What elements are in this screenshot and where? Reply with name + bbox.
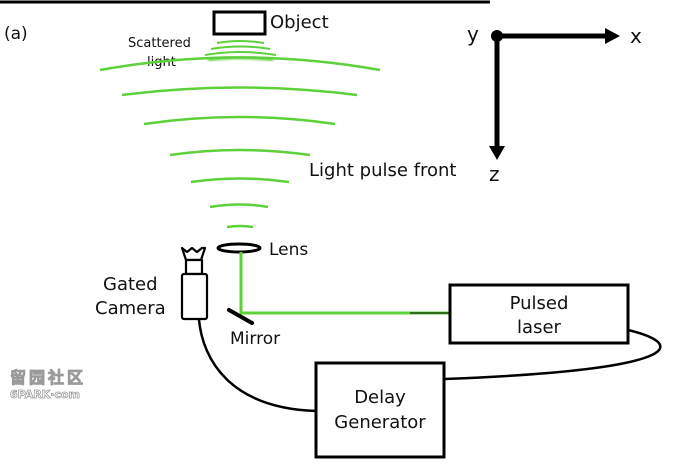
- scattered-wave: [210, 45, 271, 50]
- camera-body: [180, 272, 209, 321]
- delay-generator-label-line2: Generator: [334, 412, 426, 433]
- lens-shape: [216, 242, 262, 254]
- y-axis-label: y: [467, 22, 479, 46]
- gated-camera-label-line2: Camera: [95, 298, 166, 319]
- laser-to-delay-cable: [443, 328, 662, 381]
- panel-label: (a): [4, 24, 28, 44]
- pulse-front: [143, 115, 336, 126]
- gated-camera-icon: [180, 246, 209, 321]
- delay-generator-label-line1: Delay: [354, 387, 406, 408]
- watermark: 留园社区 6PARK·com: [10, 368, 86, 402]
- y-axis-dot: [491, 30, 503, 42]
- pulsed-laser-box: [448, 283, 630, 345]
- mirror-label: Mirror: [230, 329, 280, 349]
- pulse-front: [190, 177, 290, 184]
- x-axis-label: x: [630, 24, 642, 48]
- pulse-front: [209, 203, 269, 209]
- delay-generator-box: [314, 361, 446, 459]
- laser-beam-path: [239, 252, 450, 315]
- gated-camera-label-line1: Gated: [103, 274, 158, 295]
- z-axis-arrowhead: [489, 146, 505, 160]
- pulse-front: [121, 86, 358, 97]
- object-box: [212, 10, 267, 36]
- scattered-wave: [216, 40, 265, 44]
- camera-lens-hood: [180, 246, 207, 262]
- light-pulse-front-label: Light pulse front: [309, 160, 456, 181]
- mirror-shape: [227, 308, 254, 325]
- z-axis-label: z: [489, 162, 500, 186]
- x-axis-arrowhead: [605, 28, 620, 44]
- object-label: Object: [270, 12, 329, 33]
- lens-label: Lens: [269, 240, 308, 260]
- pulse-front: [169, 148, 311, 157]
- pulsed-laser-label-line2: laser: [517, 317, 561, 338]
- camera-lens-barrel: [184, 258, 204, 276]
- coordinate-axes: y x z: [467, 22, 642, 186]
- pulse-front: [226, 224, 254, 229]
- watermark-line2: 6PARK·com: [10, 388, 80, 401]
- pulsed-laser-label-line1: Pulsed: [510, 293, 569, 314]
- pulse-front: [99, 56, 381, 72]
- scattered-wave: [204, 51, 277, 56]
- scattered-light-label-line1: Scattered: [128, 36, 191, 51]
- light-pulse-fronts: [99, 56, 381, 229]
- camera-to-delay-cable: [197, 319, 317, 413]
- watermark-line1: 留园社区: [10, 368, 86, 387]
- laser-beam: [239, 252, 450, 315]
